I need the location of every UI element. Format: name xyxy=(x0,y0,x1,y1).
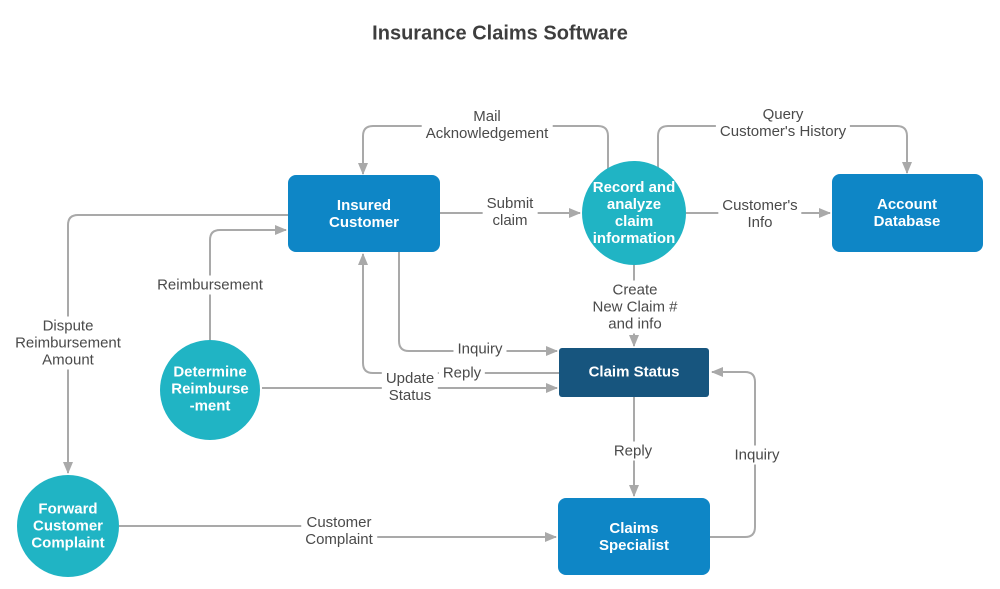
edge-label-inquiry-right: Inquiry xyxy=(730,445,784,465)
page-title: Insurance Claims Software xyxy=(372,22,628,45)
edge-label-query-customers-history: Query Customer's History xyxy=(715,105,851,141)
connector-inquiry-left xyxy=(398,252,558,356)
connector-reply-left xyxy=(358,253,559,374)
edge-label-customers-info: Customer's Info xyxy=(718,196,802,232)
node-insured-customer xyxy=(288,175,440,252)
node-account-database xyxy=(832,174,983,252)
connector-reimbursement xyxy=(209,225,287,345)
edge-label-create-new-claim: Create New Claim # and info xyxy=(588,280,682,334)
edge-label-reimbursement: Reimbursement xyxy=(153,275,267,295)
node-forward-complaint xyxy=(17,475,119,577)
edge-label-inquiry-left: Inquiry xyxy=(453,339,507,359)
edge-label-reply-left: Reply xyxy=(438,363,486,383)
edge-label-dispute-reimbursement: Dispute Reimbursement Amount xyxy=(11,316,125,370)
edge-label-customer-complaint: Customer Complaint xyxy=(301,513,377,549)
edge-label-submit-claim: Submit claim xyxy=(482,194,538,230)
edge-label-mail-acknowledgement: Mail Acknowledgement xyxy=(421,107,553,143)
node-claims-specialist xyxy=(558,498,710,575)
node-determine-reimbursement xyxy=(160,340,260,440)
node-record-analyze xyxy=(582,161,686,265)
connector-dispute-reimbursement xyxy=(63,214,288,474)
edge-label-update-status: Update Status xyxy=(381,369,439,405)
edge-label-reply-down: Reply xyxy=(609,441,657,461)
node-claim-status xyxy=(559,348,709,397)
